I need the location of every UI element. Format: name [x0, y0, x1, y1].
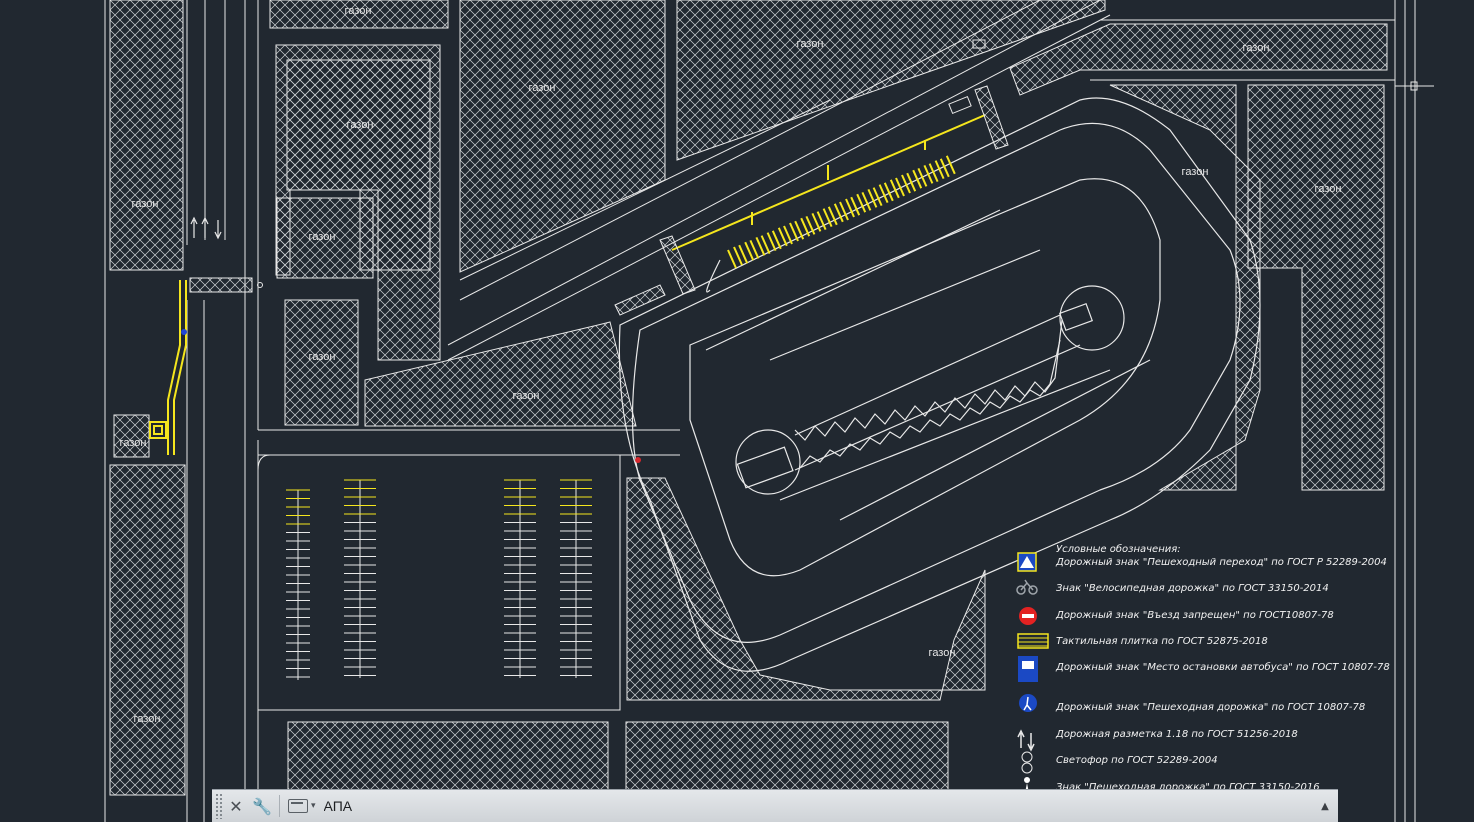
bus-bay-marking: [906, 169, 923, 192]
command-prompt-icon: [288, 799, 308, 813]
bus-bay-marking: [928, 160, 945, 183]
pedestrian-path-sign-icon: [1019, 694, 1037, 712]
legend-title: Условные обозначения:: [1056, 543, 1181, 555]
bus-bay-marking: [738, 241, 755, 264]
bus-platforms: [671, 114, 986, 251]
lawn-label: газон: [513, 390, 540, 402]
bus-bay-marking: [939, 155, 956, 178]
bus-bay-marking: [794, 217, 811, 240]
bus-bay-marking: [883, 179, 900, 202]
command-input[interactable]: [323, 794, 1312, 818]
legend-item-text: Дорожный знак "Место остановки автобуса"…: [1055, 661, 1390, 673]
lawn-label: газон: [309, 351, 336, 363]
road-lines: [104, 0, 1434, 822]
drag-handle[interactable]: [215, 793, 223, 819]
bicycle-icon: [1016, 579, 1038, 595]
pedestrian-crossing-sign-icon: [1017, 552, 1037, 572]
lawn-label: газон: [1182, 166, 1209, 178]
legend-item-text: Дорожный знак "Въезд запрещен" по ГОСТ10…: [1055, 610, 1334, 621]
bus-bay-marking: [839, 198, 855, 221]
lawn-areas: [109, 0, 1388, 796]
lawn-label: газон: [120, 437, 147, 449]
lawn-label: газон: [309, 231, 336, 243]
bus-bay-marking: [783, 222, 799, 245]
no-entry-sign-icon: [1019, 607, 1037, 625]
lawn-label: газон: [1243, 42, 1270, 54]
legend-item-text: Светофор по ГОСТ 52289-2004: [1056, 755, 1218, 766]
legend-item-text: Знак "Велосипедная дорожка" по ГОСТ 3315…: [1056, 583, 1329, 594]
crosswalks: [189, 277, 253, 293]
bus-bays: [727, 155, 956, 269]
recent-commands-button[interactable]: ▾: [288, 799, 316, 813]
lawn-label: газон: [347, 119, 374, 131]
bus-terminal-loop: [618, 97, 1261, 672]
lawn-label: газон: [345, 5, 372, 17]
toolbar-divider: [279, 795, 280, 817]
bus-bay-marking: [749, 236, 766, 259]
bus-bay-marking: [727, 246, 743, 269]
bus-bay-marking: [827, 203, 844, 226]
bus-bay-marking: [771, 227, 788, 250]
lawn-label: газон: [132, 198, 159, 210]
lawn-label: газон: [797, 38, 824, 50]
legend: Условные обозначения:: [1016, 543, 1390, 822]
bus-bay-marking: [917, 164, 934, 187]
lawn-label: газон: [134, 713, 161, 725]
markers: [181, 39, 986, 463]
bus-bay-marking: [760, 232, 777, 255]
tactile-tile-icon: [1017, 633, 1049, 649]
chevron-down-icon: ▾: [311, 801, 316, 811]
traffic-light-icon: [1021, 751, 1033, 774]
bus-bay-marking: [895, 174, 911, 197]
bus-bay-marking: [850, 193, 867, 216]
command-line-bar[interactable]: ✕ 🔧 ▾ ▲: [212, 789, 1338, 822]
triangle-up-icon[interactable]: ▲: [1321, 800, 1329, 812]
lawn-label: газон: [1315, 183, 1342, 195]
wrench-icon[interactable]: 🔧: [252, 796, 272, 816]
bus-bay-marking: [861, 188, 878, 211]
bus-bay-marking: [816, 208, 833, 231]
legend-item-text: Тактильная плитка по ГОСТ 52875-2018: [1056, 636, 1268, 647]
road-marking-arrows-icon: [1017, 729, 1035, 752]
bridges: [614, 85, 1009, 316]
bus-bay-marking: [872, 184, 889, 207]
legend-item-text: Дорожный знак "Пешеходная дорожка" по ГО…: [1055, 702, 1365, 713]
bus-bay-marking: [805, 212, 822, 235]
road-arrows: [190, 216, 222, 240]
tactile-path: [149, 280, 187, 455]
parking-lot-left: [286, 479, 592, 680]
bus-stop-sign-icon: [1018, 656, 1038, 682]
close-icon[interactable]: ✕: [229, 796, 243, 816]
legend-item-text: Дорожный знак "Пешеходный переход" по ГО…: [1055, 557, 1387, 568]
legend-item-text: Знак "Пешеходная дорожка" по ГОСТ 33150-…: [1056, 782, 1320, 793]
lawn-label: газон: [929, 647, 956, 659]
legend-item-text: Дорожная разметка 1.18 по ГОСТ 51256-201…: [1055, 729, 1298, 740]
lawn-label: газон: [529, 82, 556, 94]
